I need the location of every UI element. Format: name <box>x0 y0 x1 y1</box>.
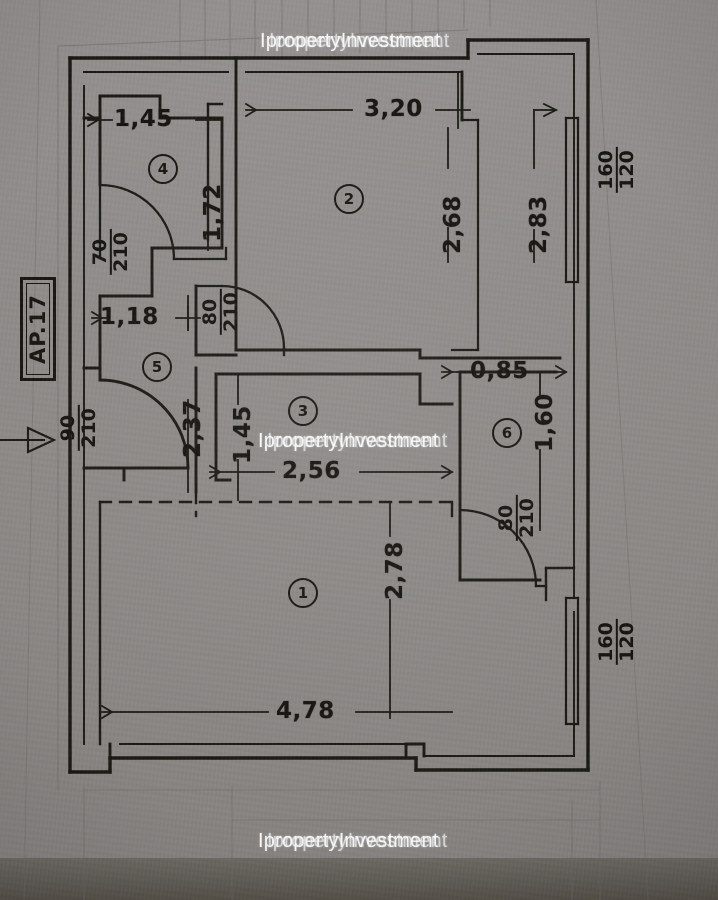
door-room6 <box>458 508 548 588</box>
entry-arrow-icon <box>0 426 57 454</box>
room-number-2: 2 <box>334 184 364 214</box>
door-entry-label: 90 210 <box>57 405 100 451</box>
room-number-1: 1 <box>288 578 318 608</box>
paper-bottom-shadow <box>0 858 718 900</box>
paper-lighter-area <box>0 0 718 858</box>
room-4-walls <box>82 94 224 250</box>
background-construction-lines <box>57 0 491 791</box>
door-room5-label: 80 210 <box>199 289 242 335</box>
exterior-walls <box>68 38 590 774</box>
room-number-4: 4 <box>148 154 178 184</box>
exterior-wall-inner-line <box>83 53 575 757</box>
dimension-room1-height: 2,78 <box>382 541 408 600</box>
room-6-wall-segment <box>544 566 576 602</box>
background-lower-units <box>83 781 601 900</box>
room-5-walls <box>82 246 238 370</box>
room-2-right-inner <box>450 118 480 352</box>
room-number-3: 3 <box>288 396 318 426</box>
dimension-room3-width: 2,56 <box>282 458 341 484</box>
door-room5 <box>194 284 286 357</box>
window-bottom-right-label: 160 120 <box>595 619 638 665</box>
door-room6-label: 80 210 <box>495 495 538 541</box>
open-threshold-room1 <box>98 490 454 518</box>
room-3-walls <box>194 366 454 494</box>
room-1-bottom-niche <box>108 742 426 760</box>
room-1-walls <box>98 500 454 746</box>
apartment-number-text: AP.17 <box>26 294 50 364</box>
room-6-walls <box>450 356 562 582</box>
room-2-walls <box>234 56 464 360</box>
room-number-6: 6 <box>492 418 522 448</box>
dimension-2-83: 2,83 <box>526 195 552 254</box>
dimension-room1-width: 4,78 <box>276 698 335 724</box>
dimension-room5-width: 1,18 <box>100 304 159 330</box>
apartment-number-badge: AP.17 <box>20 277 56 381</box>
dimension-room6-height: 1,60 <box>532 393 558 452</box>
dimension-room5-height: 2,37 <box>180 399 206 458</box>
apartment-badge-inner-border <box>26 283 50 375</box>
dimension-room3-height: 1,45 <box>230 405 256 464</box>
room-number-5: 5 <box>142 352 172 382</box>
dimension-room2-height: 2,68 <box>440 195 466 254</box>
dimension-room4-height: 1,72 <box>200 183 226 242</box>
window-top-right-label: 160 120 <box>595 147 638 193</box>
door-room4-label: 70 210 <box>89 229 132 275</box>
window-bottom-right <box>564 596 580 726</box>
dimension-room6-width: 0,85 <box>470 358 529 384</box>
dimension-lines <box>86 71 568 720</box>
dimension-room2-width: 3,20 <box>364 96 423 122</box>
dimension-room4-width: 1,45 <box>114 106 173 132</box>
door-room4 <box>98 183 228 261</box>
window-top-right <box>564 116 580 284</box>
entry-door <box>82 366 190 482</box>
